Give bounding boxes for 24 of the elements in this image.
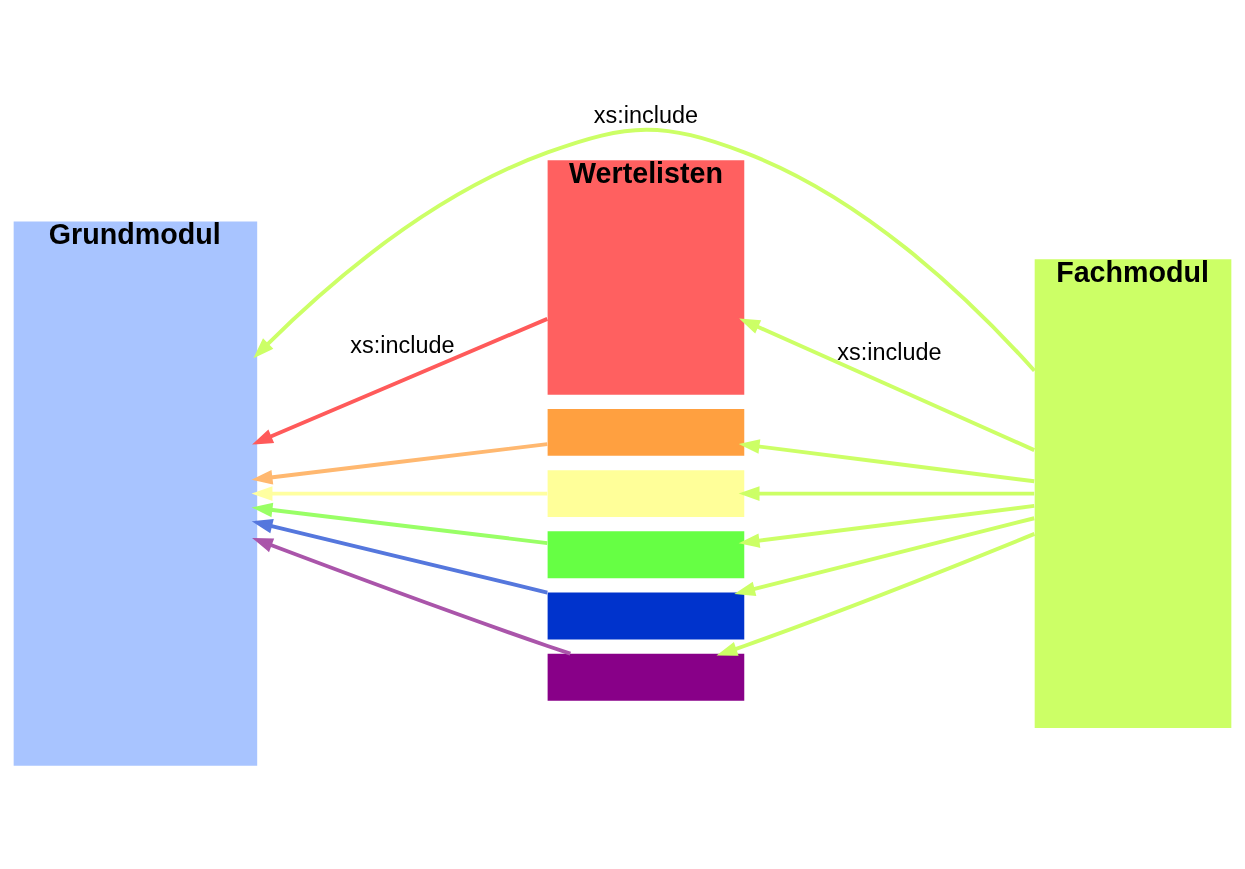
arrow: [738, 438, 1035, 483]
arrow: [253, 127, 1036, 372]
arrow: [738, 503, 1035, 548]
arrow: [251, 441, 548, 484]
edge-label: xs:include: [837, 338, 942, 365]
arrow: [251, 502, 548, 545]
arrow: [252, 537, 571, 656]
node-box: Wertelisten: [547, 159, 745, 395]
edge-label: xs:include: [593, 101, 699, 128]
edge-label: xs:include: [350, 331, 455, 358]
node-box: [547, 469, 745, 517]
node-box: Grundmodul: [13, 220, 258, 766]
arrow: [738, 485, 1035, 501]
node-box: [547, 408, 745, 456]
arrow: [716, 531, 1036, 656]
arrow: [251, 485, 548, 501]
arrow: [252, 316, 549, 444]
arrow: [739, 317, 1036, 452]
node-box: Fachmodul: [1034, 258, 1232, 728]
node-box: [547, 653, 745, 701]
arrow: [734, 515, 1035, 596]
node-box: [547, 592, 745, 639]
node-box: [547, 530, 745, 578]
arrow: [251, 518, 548, 594]
